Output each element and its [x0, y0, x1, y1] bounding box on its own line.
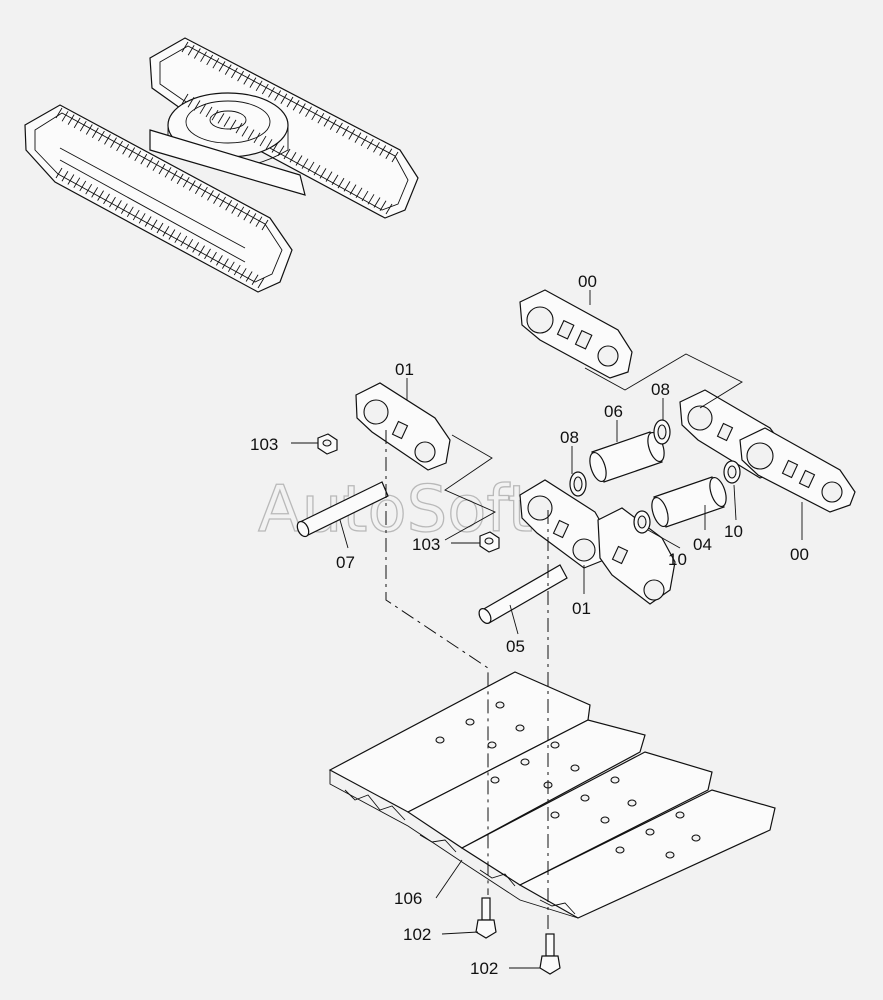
- pin-07: [296, 481, 389, 538]
- callout-01-lower: 01: [572, 599, 591, 618]
- callout-103-upper: 103: [250, 435, 278, 454]
- track-shoe-106: [328, 671, 776, 919]
- track-grouser-ticks: [55, 41, 399, 289]
- link-00-right: [679, 389, 856, 513]
- callout-04: 04: [693, 535, 712, 554]
- nut-103-lower: [479, 531, 500, 553]
- undercarriage-overview: [24, 37, 419, 293]
- bolt-102-left: [475, 897, 497, 939]
- pin-05: [478, 564, 568, 624]
- centerline-left: [385, 430, 489, 895]
- callout-10-left: 10: [668, 550, 687, 569]
- link-00-upper: [519, 289, 633, 379]
- callout-leaders: [291, 290, 803, 969]
- callout-103-lower: 103: [412, 535, 440, 554]
- callout-06: 06: [604, 402, 623, 421]
- callout-07: 07: [336, 553, 355, 572]
- nut-103-upper: [317, 433, 338, 455]
- callout-00-right: 00: [790, 545, 809, 564]
- callout-00-upper: 00: [578, 272, 597, 291]
- callout-102-left: 102: [403, 925, 431, 944]
- callout-10-right: 10: [724, 522, 743, 541]
- callout-08-right: 08: [651, 380, 670, 399]
- callout-08-left: 08: [560, 428, 579, 447]
- callout-102-right: 102: [470, 959, 498, 978]
- link-01-center: [519, 479, 609, 569]
- track-shoe-bolt-holes: [435, 701, 701, 859]
- bolt-102-right: [539, 933, 561, 975]
- callout-05: 05: [506, 637, 525, 656]
- link-01-left: [355, 382, 451, 471]
- bushing-06: [589, 431, 665, 483]
- bushing-04: [651, 476, 727, 528]
- callout-106: 106: [394, 889, 422, 908]
- callout-01-upper: 01: [395, 360, 414, 379]
